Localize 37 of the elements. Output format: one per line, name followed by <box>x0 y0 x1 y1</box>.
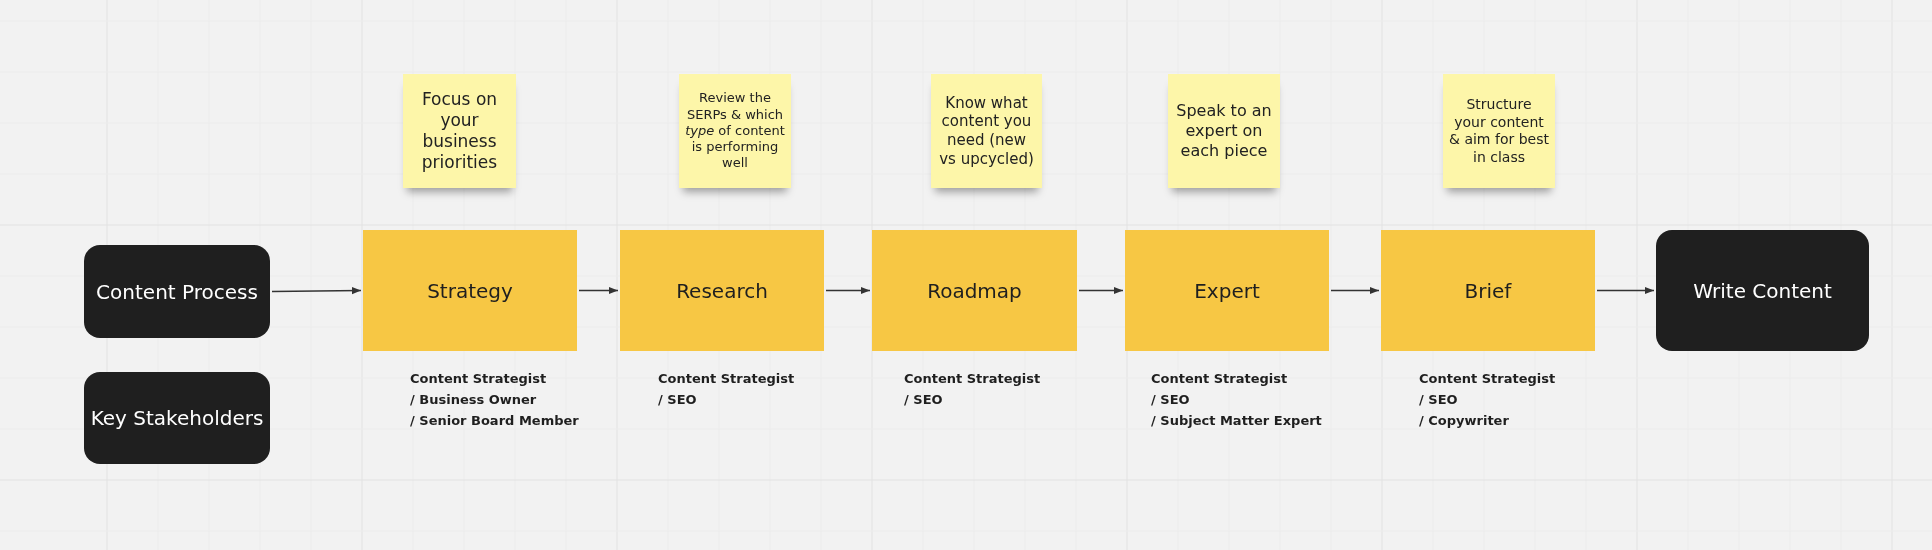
sticky-note <box>403 74 516 188</box>
arrow <box>271 286 362 295</box>
stakeholder-list: Content Strategist / SEO / Copywriter <box>1419 369 1556 432</box>
stakeholder-list: Content Strategist / SEO / Subject Matter Expert <box>1151 369 1322 432</box>
stakeholder-list: Content Strategist / SEO <box>904 369 1041 411</box>
step-label: Expert <box>1194 278 1260 303</box>
stakeholder-list: Content Strategist / Business Owner / Senior Board Member <box>410 369 579 432</box>
sticky-note <box>931 74 1042 188</box>
step-label: Strategy <box>427 278 513 303</box>
note-text: Structure your content & aim for best in class <box>1449 96 1549 166</box>
step-label: Research <box>676 278 768 303</box>
arrow <box>578 286 619 295</box>
step-label: Brief <box>1464 278 1512 303</box>
note-text: Review the SERPs & which type of content is performing well <box>685 90 785 172</box>
step-box <box>1125 230 1329 351</box>
step-box <box>363 230 577 351</box>
process-label-box <box>1656 230 1869 351</box>
sticky-note <box>1443 74 1555 188</box>
process-label-box <box>84 372 270 464</box>
note-text: Know what content you need (new vs upcycled) <box>938 93 1035 169</box>
sticky-note <box>679 74 791 188</box>
step-box <box>1381 230 1595 351</box>
note-text: Focus on your business priorities <box>420 88 499 174</box>
step-label: Write Content <box>1693 278 1832 303</box>
stakeholder-list: Content Strategist / SEO <box>658 369 795 411</box>
step-label: Key Stakeholders <box>90 406 264 430</box>
arrow <box>825 286 871 295</box>
arrow <box>1078 286 1124 295</box>
step-label: Content Process <box>96 279 258 304</box>
arrow <box>1596 286 1655 295</box>
step-box <box>872 230 1077 351</box>
process-label-box <box>84 245 270 338</box>
step-label: Roadmap <box>927 278 1022 303</box>
step-box <box>620 230 824 351</box>
note-text: Speak to an expert on each piece <box>1175 101 1273 161</box>
arrow <box>1330 286 1380 295</box>
sticky-note <box>1168 74 1280 188</box>
